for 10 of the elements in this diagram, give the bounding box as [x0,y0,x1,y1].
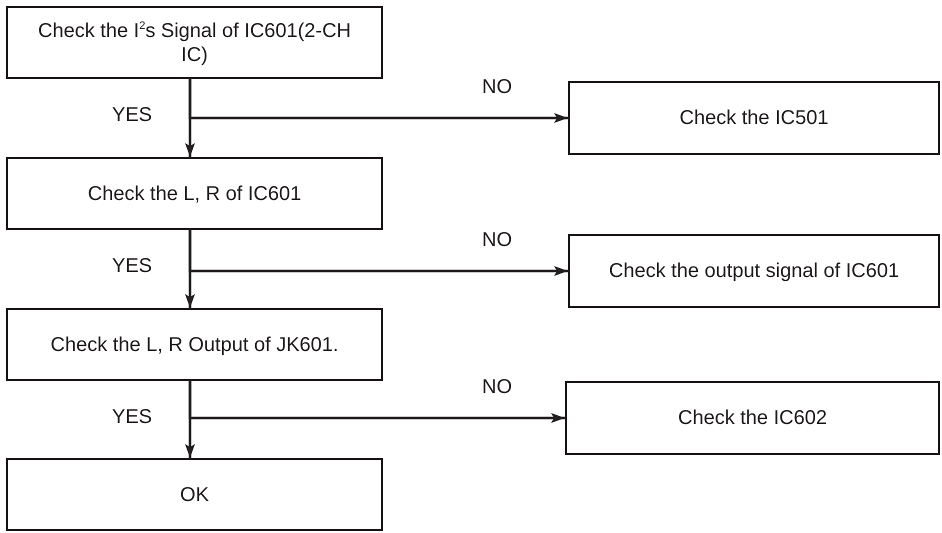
process-box: OK [6,458,383,531]
process-box: Check the IC602 [565,381,940,455]
process-box: Check the output signal of IC601 [568,234,940,308]
process-box: Check the IC501 [568,81,940,155]
arrow [188,230,568,276]
process-box: Check the L, R Output of JK601. [6,308,383,381]
process-box: Check the L, R of IC601 [6,157,383,230]
arrow [188,79,568,123]
arrow [188,381,565,423]
process-box: Check the I$^{2}$s Signal of IC601(2-CH IC) [6,6,383,79]
